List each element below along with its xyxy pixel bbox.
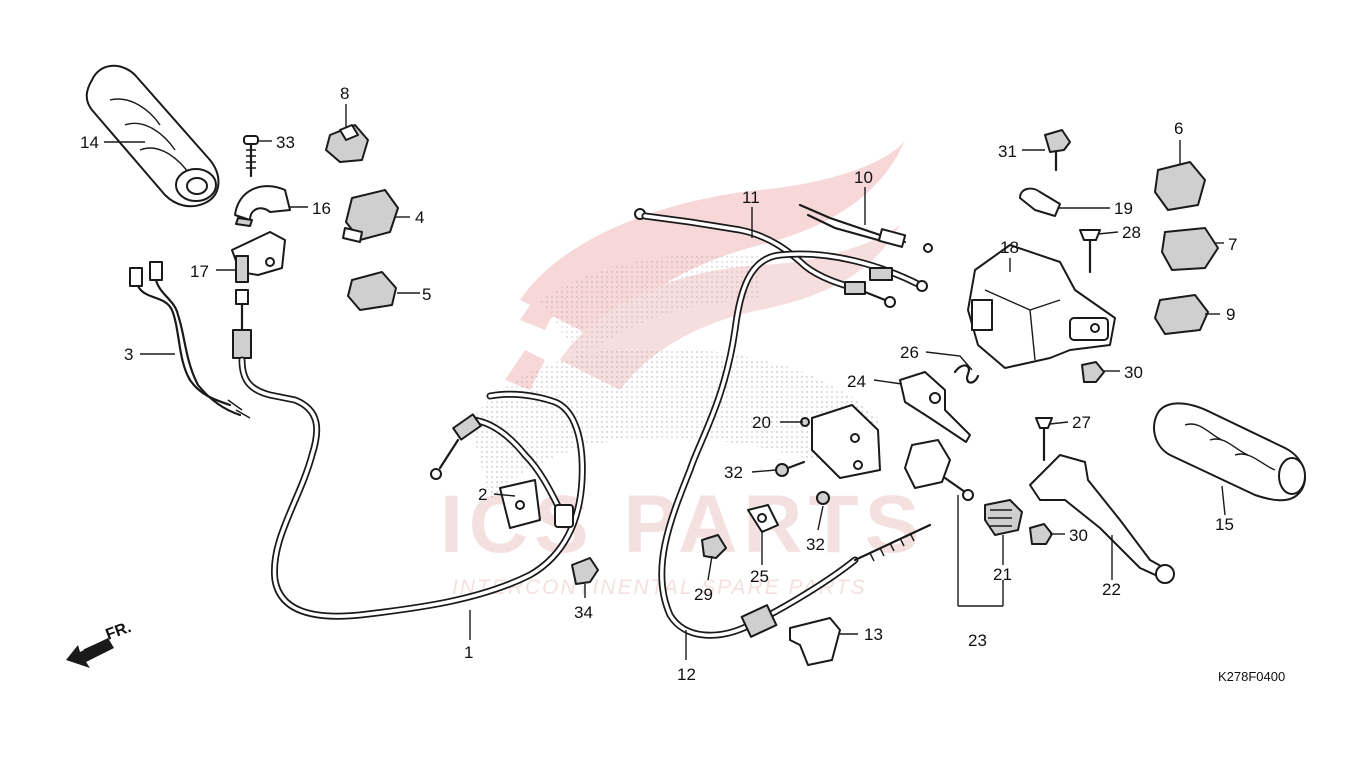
callout-32a: 32 (724, 463, 743, 482)
callout-10: 10 (854, 168, 873, 187)
part-switch-6 (1154, 161, 1206, 211)
part-right-grip (1153, 402, 1306, 502)
part-screw-33 (243, 135, 259, 178)
part-lever-22 (1029, 454, 1175, 584)
part-bolt-31 (1044, 129, 1071, 172)
callout-25: 25 (750, 567, 769, 586)
part-cable-11 (634, 208, 896, 308)
callout-19: 19 (1114, 199, 1133, 218)
part-nut-30b (1029, 523, 1053, 545)
part-clamp-19 (1019, 187, 1061, 217)
callout-27: 27 (1072, 413, 1091, 432)
part-bolt-34 (571, 557, 599, 585)
callout-28: 28 (1122, 223, 1141, 242)
callout-18: 18 (1000, 238, 1019, 257)
callout-4: 4 (415, 208, 424, 227)
part-spring-26 (953, 364, 980, 384)
leader-lines (104, 104, 1226, 660)
callout-29: 29 (694, 585, 713, 604)
callout-31: 31 (998, 142, 1017, 161)
callout-6: 6 (1174, 119, 1183, 138)
part-cable-1 (232, 289, 586, 620)
part-housing-16 (234, 185, 291, 227)
callout-26: 26 (900, 343, 919, 362)
part-bracket-24 (899, 371, 971, 443)
callout-3: 3 (124, 345, 133, 364)
callout-13: 13 (864, 625, 883, 644)
part-harness-3 (129, 261, 251, 419)
part-left-grip (85, 64, 220, 208)
halftone-area-2 (540, 253, 760, 360)
callout-23: 23 (968, 631, 987, 650)
part-bracket-2 (499, 479, 541, 529)
callout-34: 34 (574, 603, 593, 622)
part-housing-18 (967, 244, 1116, 369)
callout-12: 12 (677, 665, 696, 684)
direction-label: FR. (104, 619, 134, 644)
callout-30b: 30 (1069, 526, 1088, 545)
part-switch-23 (904, 439, 974, 501)
part-cable-12 (658, 250, 932, 639)
callout-22: 22 (1102, 580, 1121, 599)
callout-9: 9 (1226, 305, 1235, 324)
watermark-sub-text: INTERCONTINENTAL SPARE PARTS (452, 576, 867, 599)
callout-32b: 32 (806, 535, 825, 554)
part-screw-32a (775, 460, 806, 477)
callout-8: 8 (340, 84, 349, 103)
direction-arrow: FR. (66, 619, 134, 668)
part-housing-17 (231, 231, 286, 283)
callout-21: 21 (993, 565, 1012, 584)
reference-code: K278F0400 (1218, 669, 1285, 684)
callout-17: 17 (190, 262, 209, 281)
part-switch-9 (1154, 294, 1209, 335)
part-nut-30a (1081, 361, 1105, 383)
callout-2: 2 (478, 485, 487, 504)
callout-15: 15 (1215, 515, 1234, 534)
part-switch-8 (325, 124, 369, 163)
part-bolt-27 (1035, 417, 1053, 462)
callout-20: 20 (752, 413, 771, 432)
callout-numbers: 1 2 3 4 5 6 7 8 9 10 11 12 13 14 15 16 1… (80, 84, 1237, 684)
part-bracket-13 (789, 617, 841, 666)
part-boot-21 (984, 499, 1023, 536)
part-screw-32b (816, 491, 830, 505)
part-switch-7 (1161, 227, 1219, 271)
callout-5: 5 (422, 285, 431, 304)
part-wire-10 (798, 203, 933, 253)
part-plate (811, 404, 881, 479)
callout-11: 11 (742, 188, 760, 207)
callout-16: 16 (312, 199, 331, 218)
part-screw-28 (1079, 229, 1101, 274)
part-switch-5 (347, 271, 397, 311)
callout-1: 1 (464, 643, 473, 662)
halftone-area (470, 347, 880, 500)
callout-30a: 30 (1124, 363, 1143, 382)
part-switch-4 (342, 189, 399, 243)
callout-7: 7 (1228, 235, 1237, 254)
part-bolt-29 (701, 534, 727, 559)
callout-14: 14 (80, 133, 99, 152)
part-plate-25 (747, 504, 779, 533)
callout-24: 24 (847, 372, 866, 391)
callout-33: 33 (276, 133, 295, 152)
